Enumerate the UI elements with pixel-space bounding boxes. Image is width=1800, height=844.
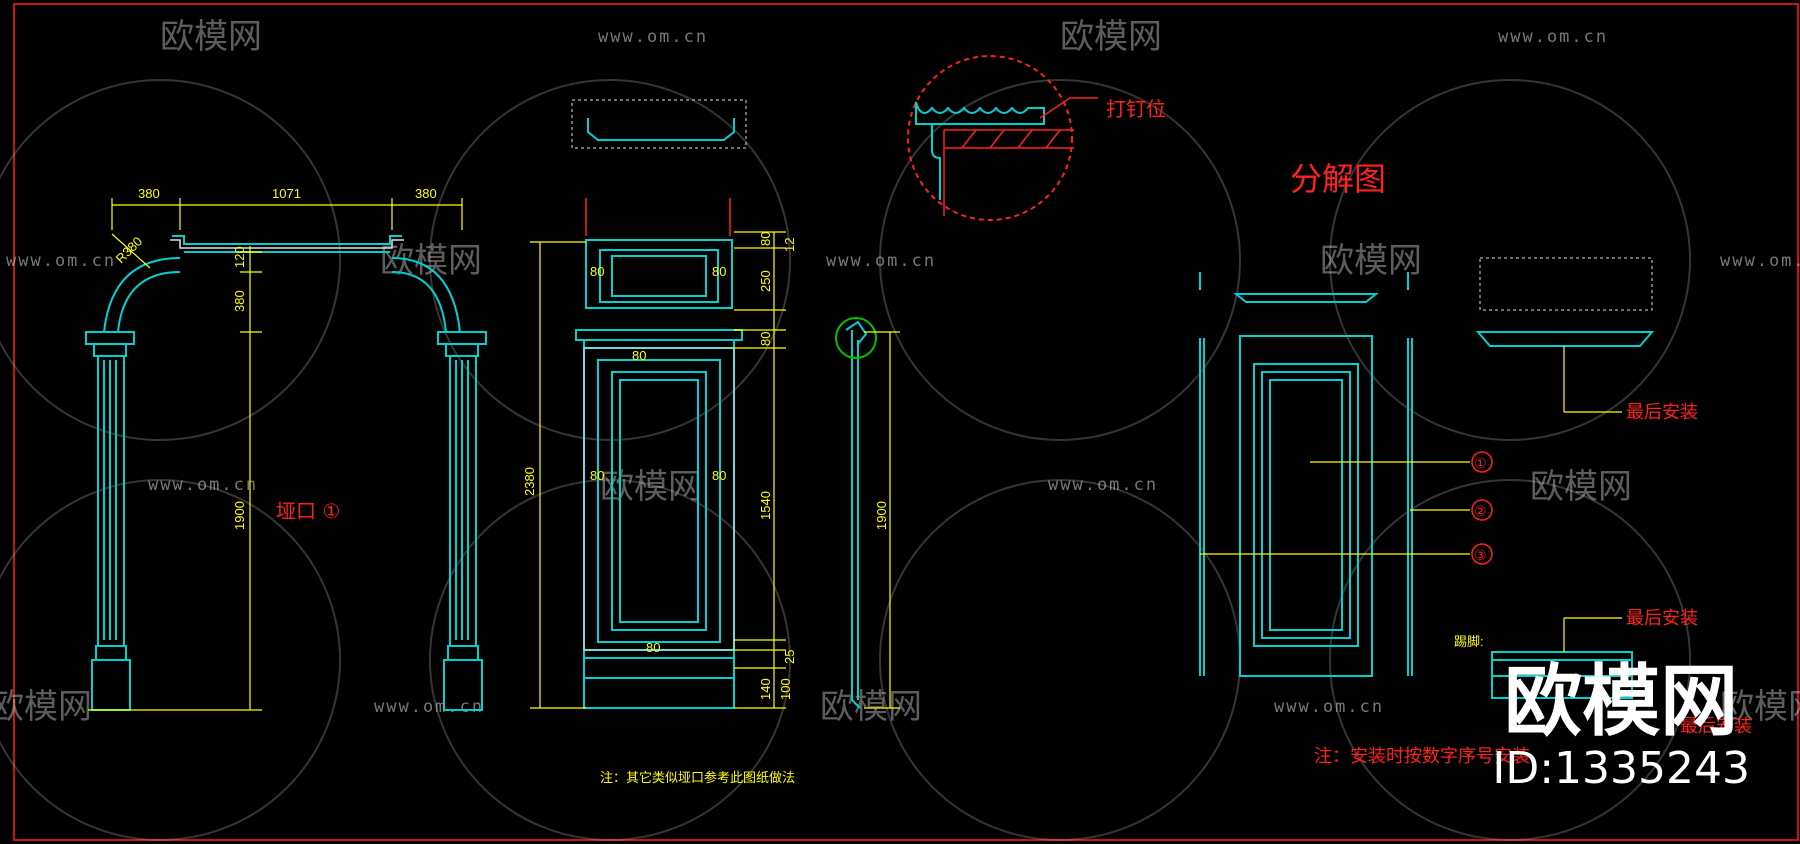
arch-elevation — [85, 235, 487, 711]
section-detail-marker — [835, 317, 877, 359]
dim-door-top3: 250 — [758, 270, 773, 292]
exploded-parts — [1199, 272, 1655, 699]
section-dimension-lines — [864, 331, 900, 709]
arch-label: 垭口 ① — [276, 499, 340, 523]
door-outline — [571, 99, 747, 651]
dim-door-mid-right: 80 — [712, 468, 726, 483]
dim-door-top1: 80 — [758, 232, 773, 246]
bubble-3: ③ — [1474, 548, 1487, 564]
watermark-brand: 欧模网 — [1320, 241, 1422, 281]
install-last-clip: 最后安装 — [1680, 716, 1752, 737]
install-last-bottom: 最后安装 — [1626, 608, 1698, 629]
door-red-marks — [585, 198, 731, 236]
dim-arch-mid: 1071 — [272, 186, 301, 201]
corner-id: ID:1335243 — [1492, 743, 1750, 794]
exploded-side-note: 踢脚: — [1454, 634, 1484, 649]
watermark-url: www.om.cn — [1720, 251, 1800, 271]
watermark-texts: 欧模网 www.om.cn 欧模网 www.om.cn www.om.cn 欧模… — [0, 17, 1800, 727]
watermark-brand: 欧模网 — [1720, 687, 1800, 727]
detail-profile — [915, 101, 1045, 200]
door-note: 注：其它类似垭口参考此图纸做法 — [600, 770, 795, 785]
section-profile — [845, 320, 868, 709]
dim-door-mid-left: 80 — [590, 468, 604, 483]
dim-door-top2: 12 — [782, 238, 797, 252]
detail-label: 打钉位 — [1106, 97, 1166, 121]
arch-dimension-lines — [88, 198, 463, 711]
watermark-url: www.om.cn — [6, 251, 116, 271]
exploded-top-dashed — [1479, 257, 1653, 311]
watermark-brand: 欧模网 — [0, 687, 92, 727]
corner-brand: 欧模网 — [1504, 657, 1739, 747]
dim-door-inner-right: 80 — [712, 264, 726, 279]
watermark-circles — [0, 79, 1691, 841]
arch-outline — [170, 239, 404, 249]
dim-arch-h1: 120 — [232, 246, 247, 268]
watermark-url: www.om.cn — [374, 697, 484, 717]
watermark-brand: 欧模网 — [380, 241, 482, 281]
dim-door-top4: 80 — [758, 332, 773, 346]
dim-door-center: 1540 — [758, 491, 773, 520]
door-elevation — [575, 118, 743, 709]
dim-arch-h3: 1900 — [232, 501, 247, 530]
dim-door-bot2: 25 — [782, 650, 797, 664]
dim-section: 1900 — [874, 501, 889, 530]
exploded-note: 注：安装时按数字序号安装 — [1314, 746, 1530, 767]
watermark-brand: 欧模网 — [160, 17, 262, 57]
dim-door-inner-left: 80 — [590, 264, 604, 279]
install-last-top: 最后安装 — [1626, 402, 1698, 423]
watermark-brand: 欧模网 — [1530, 467, 1632, 507]
detail-circle — [907, 55, 1073, 221]
dim-arch-left: 380 — [138, 186, 160, 201]
exploded-leader-lines — [1200, 346, 1622, 652]
dim-door-bot3: 140 — [758, 678, 773, 700]
bubble-2: ② — [1474, 504, 1487, 520]
watermark-url: www.om.cn — [1498, 27, 1608, 47]
drawing-frame — [13, 3, 1799, 841]
dim-arch-right: 380 — [415, 186, 437, 201]
watermark-url: www.om.cn — [598, 27, 708, 47]
dim-arch-h2: 380 — [232, 290, 247, 312]
dim-door-bot1: 80 — [646, 640, 660, 655]
dim-door-bot4: 100 — [778, 678, 793, 700]
watermark-url: www.om.cn — [1274, 697, 1384, 717]
watermark-url: www.om.cn — [826, 251, 936, 271]
corner-watermark: 欧模网 ID:1335243 — [1492, 660, 1750, 794]
watermark-url: www.om.cn — [1048, 475, 1158, 495]
exploded-title: 分解图 — [1290, 160, 1386, 198]
bubble-1: ① — [1474, 456, 1487, 472]
door-dimension-lines — [530, 231, 786, 709]
watermark-brand: 欧模网 — [820, 687, 922, 727]
watermark-url: www.om.cn — [148, 475, 258, 495]
watermark-brand: 欧模网 — [1060, 17, 1162, 57]
dim-door-total: 2380 — [522, 467, 537, 496]
dim-door-inner-top: 80 — [632, 348, 646, 363]
watermark-brand: 欧模网 — [600, 467, 702, 507]
exploded-bubbles — [1471, 451, 1493, 565]
detail-hatch — [943, 97, 1098, 216]
